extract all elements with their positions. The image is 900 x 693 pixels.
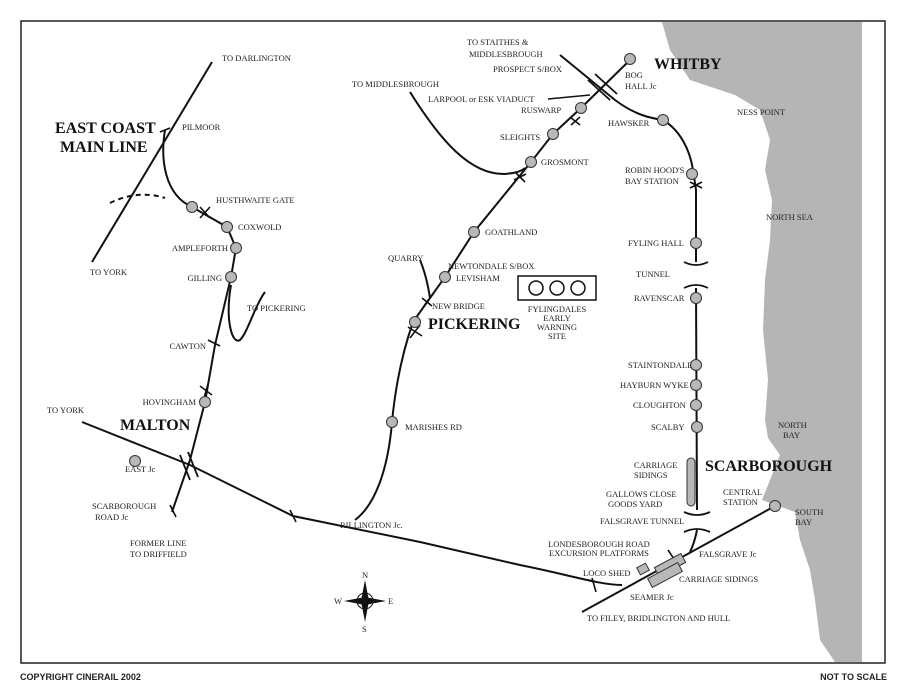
label: FYLINGDALES xyxy=(528,304,587,314)
label: FALSGRAVE Jc xyxy=(699,549,757,559)
label: BAY STATION xyxy=(625,176,679,186)
label: HAWSKER xyxy=(608,118,650,128)
label: PROSPECT S/BOX xyxy=(493,64,562,74)
label: LEVISHAM xyxy=(456,273,500,283)
label: CAWTON xyxy=(170,341,206,351)
label: SEAMER Jc xyxy=(630,592,674,602)
label: EARLY xyxy=(543,313,570,323)
label: STATION xyxy=(723,497,758,507)
label: PICKERING xyxy=(428,316,521,333)
label: TO YORK xyxy=(47,405,85,415)
label: FYLING HALL xyxy=(628,238,684,248)
label: SOUTH xyxy=(795,507,823,517)
compass-n: N xyxy=(362,570,368,580)
label: CARRIAGE SIDINGS xyxy=(679,574,758,584)
label: MAIN LINE xyxy=(60,139,148,156)
label: WARNING xyxy=(537,322,577,332)
label: BOG xyxy=(625,70,643,80)
label: EAST COAST xyxy=(55,120,156,137)
map-labels: TO DARLINGTON EAST COAST MAIN LINE PILMO… xyxy=(47,37,833,623)
label: NORTH xyxy=(778,420,807,430)
label: BAY xyxy=(795,517,812,527)
label: MALTON xyxy=(120,417,191,434)
label: TO DARLINGTON xyxy=(222,53,291,63)
label: FALSGRAVE TUNNEL xyxy=(600,516,684,526)
label: SITE xyxy=(548,331,566,341)
label: SCARBOROUGH xyxy=(705,458,833,475)
label: LARPOOL or ESK VIADUCT xyxy=(428,94,535,104)
label: MARISHES RD xyxy=(405,422,462,432)
scale-note: NOT TO SCALE xyxy=(820,672,887,682)
label: CLOUGHTON xyxy=(633,400,686,410)
map-frame xyxy=(20,20,886,664)
label: SCARBOROUGH xyxy=(92,501,156,511)
label: GOATHLAND xyxy=(485,227,537,237)
label: GILLING xyxy=(188,273,222,283)
label: COXWOLD xyxy=(238,222,281,232)
junction-ticks xyxy=(159,116,703,593)
label: RILLINGTON Jc. xyxy=(340,520,403,530)
label: GALLOWS CLOSE xyxy=(606,489,677,499)
label: TO MIDDLESBROUGH xyxy=(352,79,439,89)
label: SLEIGHTS xyxy=(500,132,540,142)
label: WHITBY xyxy=(654,56,722,73)
tunnel-marks xyxy=(179,73,711,533)
label: BAY xyxy=(783,430,800,440)
label: HUSTHWAITE GATE xyxy=(216,195,295,205)
label: CENTRAL xyxy=(723,487,762,497)
label: NEWTONDALE S/BOX xyxy=(448,261,535,271)
label: NORTH SEA xyxy=(766,212,814,222)
label: TO PICKERING xyxy=(247,303,306,313)
label: ROAD Jc xyxy=(95,512,129,522)
label: NESS POINT xyxy=(737,107,786,117)
label: AMPLEFORTH xyxy=(172,243,228,253)
label: STAINTONDALE xyxy=(628,360,692,370)
label: GOODS YARD xyxy=(608,499,662,509)
label: MIDDLESBROUGH xyxy=(469,49,543,59)
label: ROBIN HOOD'S xyxy=(625,165,685,175)
label: RUSWARP xyxy=(521,105,561,115)
label: LONDESBOROUGH ROAD xyxy=(548,539,650,549)
sea xyxy=(662,22,862,662)
label: RAVENSCAR xyxy=(634,293,685,303)
compass-w: W xyxy=(334,596,342,606)
compass-s: S xyxy=(362,624,367,634)
label: TO STAITHES & xyxy=(467,37,529,47)
compass-rose-icon: N S E W xyxy=(334,570,393,634)
label: TO YORK xyxy=(90,267,128,277)
label: TO DRIFFIELD xyxy=(130,549,187,559)
compass-e: E xyxy=(388,596,393,606)
label: EAST Jc xyxy=(125,464,156,474)
copyright: COPYRIGHT CINERAIL 2002 xyxy=(20,672,141,682)
label: PILMOOR xyxy=(182,122,221,132)
label: SCALBY xyxy=(651,422,685,432)
railway-lines xyxy=(81,54,776,613)
label: QUARRY xyxy=(388,253,423,263)
label: HALL Jc xyxy=(625,81,657,91)
fylingdales-symbol xyxy=(517,275,597,301)
label: FORMER LINE xyxy=(130,538,186,548)
label: TO FILEY, BRIDLINGTON AND HULL xyxy=(587,613,730,623)
label: HAYBURN WYKE xyxy=(620,380,689,390)
label: NEW BRIDGE xyxy=(432,301,485,311)
label: TUNNEL xyxy=(636,269,670,279)
label: HOVINGHAM xyxy=(143,397,197,407)
label: GROSMONT xyxy=(541,157,590,167)
label: CARRIAGE xyxy=(634,460,677,470)
label: SIDINGS xyxy=(634,470,668,480)
stations xyxy=(129,53,781,589)
label: EXCURSION PLATFORMS xyxy=(549,548,649,558)
label: LOCO SHED xyxy=(583,568,630,578)
